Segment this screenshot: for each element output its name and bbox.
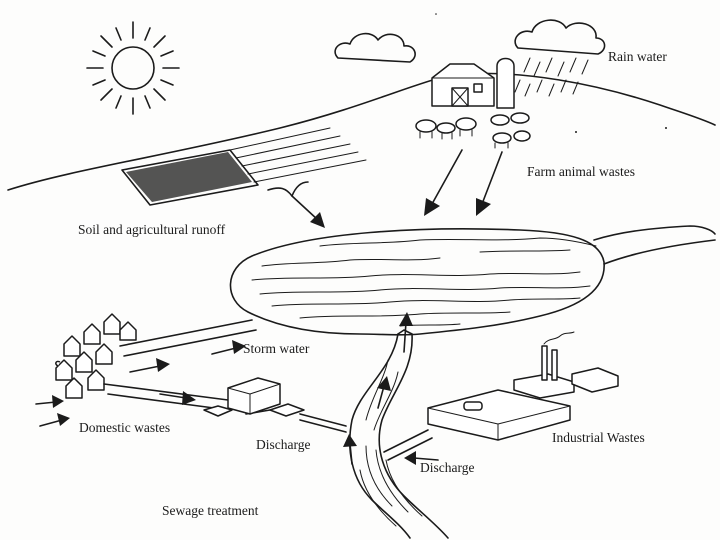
rain-drops-icon xyxy=(514,57,589,97)
rain-water-label: Rain water xyxy=(608,49,667,64)
storm-water-label: Storm water xyxy=(243,341,310,356)
farm-animal-wastes-label: Farm animal wastes xyxy=(527,164,635,179)
discharge-industrial-label: Discharge xyxy=(420,460,475,475)
hill-outline xyxy=(7,72,716,191)
speckles xyxy=(435,13,667,133)
lake-icon xyxy=(229,225,716,336)
pipes-icon xyxy=(103,319,433,461)
farm-waste-arrows-icon xyxy=(424,149,503,216)
soil-runoff-label: Soil and agricultural runoff xyxy=(78,222,226,237)
sewage-treatment-label: Sewage treatment xyxy=(162,503,259,518)
sun-icon xyxy=(86,21,180,115)
flow-arrows-icon xyxy=(35,340,439,465)
cloud-icon xyxy=(334,32,416,63)
farm-animals-icon xyxy=(415,112,531,149)
houses-icon xyxy=(55,313,137,399)
river-icon xyxy=(343,312,449,539)
barn-icon xyxy=(431,63,495,107)
crop-field-icon xyxy=(121,127,367,206)
runoff-arrow-icon xyxy=(267,181,325,228)
domestic-wastes-label: Domestic wastes xyxy=(79,420,171,435)
factory-icon xyxy=(427,331,619,441)
sewage-plant-icon xyxy=(203,377,305,417)
silo-icon xyxy=(496,57,515,109)
rain-cloud-icon xyxy=(514,19,606,55)
discharge-sewage-label: Discharge xyxy=(256,437,311,452)
industrial-wastes-label: Industrial Wastes xyxy=(552,430,645,445)
